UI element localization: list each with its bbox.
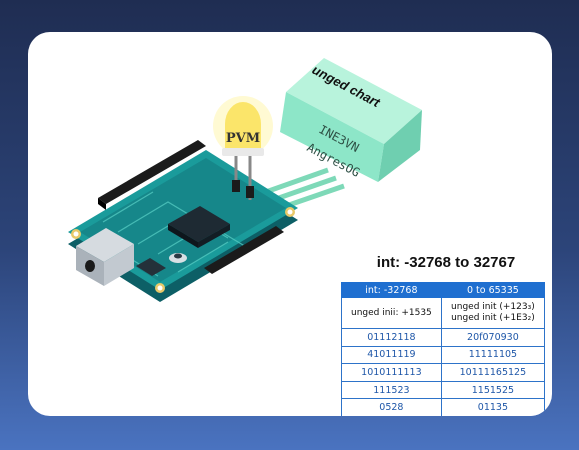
pin-header-right [204, 226, 284, 274]
illustration-card: PVM unged chart INE3VN AngresOG int: -32… [28, 32, 552, 416]
range-heading: int: -32768 to 32767 [376, 254, 516, 271]
table-row: 0528 01135 [341, 398, 546, 416]
table-cell: unged inii: +1535 [341, 297, 442, 329]
table-cell: 41011119 [341, 345, 442, 365]
small-chip [136, 258, 166, 276]
led-bulb: PVM [213, 96, 273, 200]
table-cell: 01135 [440, 398, 546, 416]
table-cell: 01112118 [341, 328, 442, 347]
column-header: int: -32768 [341, 282, 442, 298]
table-cell: 1151525 [440, 380, 546, 400]
pin-header-top [98, 140, 206, 210]
arduino-scene: PVM unged chart INE3VN AngresOG [68, 58, 422, 302]
table-row: 111523 1151525 [341, 380, 546, 400]
table-cell: 11111105 [440, 345, 546, 365]
column-header: 0 to 65335 [440, 282, 546, 298]
data-table: int: -32768 0 to 65335 unged inii: +1535… [341, 282, 546, 416]
table-row: 01112118 20f070930 [341, 328, 546, 347]
table-cell: 10111165125 [440, 363, 546, 382]
display-module: unged chart INE3VN AngresOG [280, 58, 422, 182]
table-row: 41011119 11111105 [341, 345, 546, 365]
table-cell: unged init (+123₃) unged init (+1E3₂) [440, 297, 546, 329]
table-cell: 1010111113 [341, 363, 442, 382]
table-row: unged inii: +1535 unged init (+123₃) ung… [341, 297, 546, 329]
led-label: PVM [226, 131, 260, 146]
table-cell: 0528 [341, 398, 442, 416]
table-header-row: int: -32768 0 to 65335 [341, 282, 546, 298]
table-cell: 111523 [341, 380, 442, 400]
microcontroller-chip [168, 206, 230, 248]
usb-port [76, 228, 134, 286]
table-cell: 20f070930 [440, 328, 546, 347]
table-row: 1010111113 10111165125 [341, 363, 546, 382]
